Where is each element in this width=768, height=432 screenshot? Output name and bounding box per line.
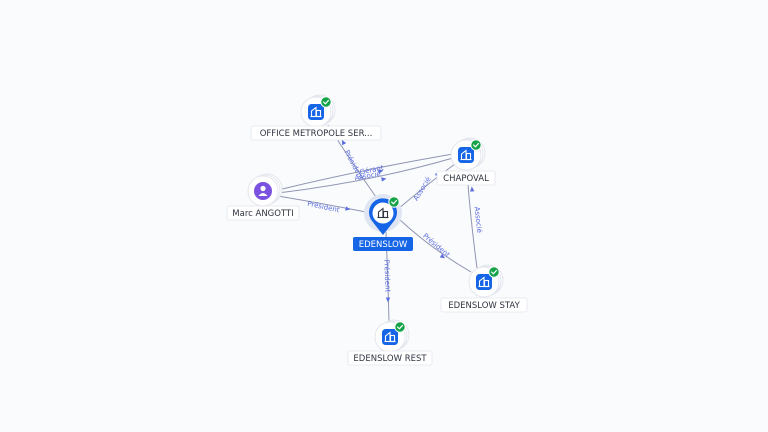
node-label: EDENSLOW STAY	[440, 297, 528, 313]
edge-marc-chapoval: Gérant	[277, 153, 454, 191]
verified-check-icon	[488, 266, 500, 278]
nodes-layer: OFFICE METROPOLE SER... CHAPOVAL Marc ANGO…	[226, 94, 528, 366]
edge-line	[277, 195, 367, 213]
edge-label: Président	[307, 200, 341, 215]
edge-label: Associé	[412, 176, 433, 203]
node-chapoval[interactable]: CHAPOVAL	[436, 137, 496, 186]
node-label-text: EDENSLOW REST	[353, 354, 427, 364]
building-icon	[377, 207, 389, 219]
edge-line	[277, 153, 454, 191]
verified-check-icon	[388, 196, 400, 208]
edge-label: Associé	[473, 206, 484, 233]
node-label-text: CHAPOVAL	[443, 174, 489, 184]
node-label: OFFICE METROPOLE SER...	[250, 125, 382, 141]
edge-arrow	[345, 206, 351, 211]
node-label-text: EDENSLOW	[359, 240, 408, 250]
edge-line	[398, 218, 472, 273]
edge-arrow	[470, 186, 475, 192]
verified-check-icon	[470, 139, 482, 151]
node-stay[interactable]: EDENSLOW STAY	[440, 264, 528, 313]
node-rest[interactable]: EDENSLOW REST	[347, 319, 433, 366]
node-edenslow[interactable]: EDENSLOW	[353, 194, 413, 251]
person-icon	[254, 182, 272, 200]
node-label-text: Marc ANGOTTI	[232, 209, 293, 219]
node-office[interactable]: OFFICE METROPOLE SER...	[250, 94, 382, 141]
node-label: EDENSLOW REST	[347, 350, 433, 366]
building-icon	[476, 274, 492, 290]
edge-stay-chapoval: Associé	[466, 170, 484, 269]
verified-check-icon	[394, 321, 406, 333]
node-label-text: EDENSLOW STAY	[448, 301, 520, 311]
edge-line	[397, 163, 456, 210]
edge-arrow	[439, 253, 446, 259]
edge-arrow	[385, 297, 391, 303]
building-icon	[382, 329, 398, 345]
node-label-text: OFFICE METROPOLE SER...	[260, 129, 373, 139]
building-icon	[458, 147, 474, 163]
building-icon	[308, 104, 324, 120]
edge-arrow	[341, 139, 347, 146]
edge-arrow	[381, 177, 387, 182]
edge-label: Président	[421, 232, 451, 259]
edge-label: Président	[382, 259, 391, 292]
node-label: CHAPOVAL	[436, 170, 496, 186]
edge-line	[277, 157, 454, 194]
verified-check-icon	[320, 96, 332, 108]
node-marc[interactable]: Marc ANGOTTI	[226, 173, 300, 221]
node-label: Marc ANGOTTI	[226, 205, 300, 221]
edge-arrow	[378, 169, 384, 174]
node-label: EDENSLOW	[353, 237, 413, 251]
